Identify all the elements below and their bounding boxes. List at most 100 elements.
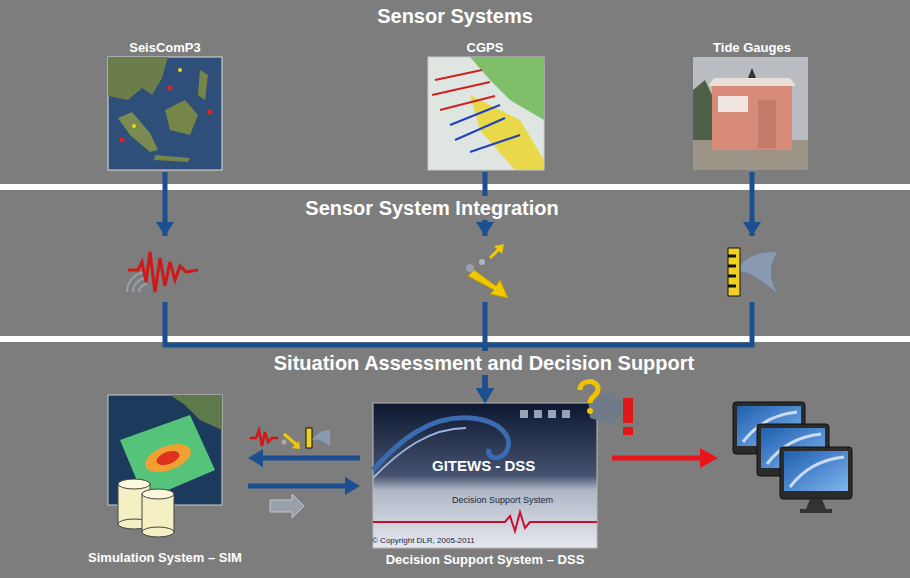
band-heading: Sensor Systems	[372, 4, 538, 28]
band-panel: Situation Assessment and Decision Suppor…	[0, 342, 910, 578]
flow-line	[261, 456, 360, 461]
ruler-tick	[728, 285, 736, 288]
trees	[693, 80, 712, 150]
motion-arrow	[494, 244, 504, 254]
ruler-tick	[728, 255, 736, 258]
arrow-head	[743, 222, 761, 236]
gps-vector	[450, 105, 500, 125]
station-dot	[178, 68, 182, 72]
tide-gauge-photo	[693, 57, 808, 170]
screen	[784, 451, 848, 491]
question-mark	[580, 382, 598, 403]
tide-integration-icon	[718, 222, 788, 302]
flow-arrow	[248, 449, 360, 467]
sign	[718, 96, 748, 112]
land	[154, 155, 190, 162]
alert-symbols	[580, 382, 633, 435]
gps-vector	[435, 70, 482, 80]
map-frame	[428, 57, 544, 170]
ruler-tick	[728, 275, 736, 278]
quake-dot	[120, 138, 125, 143]
panel-label: Simulation System – SIM	[88, 550, 242, 566]
toolbar-icon	[520, 410, 528, 418]
gps-vector	[440, 96, 495, 110]
gps-integration-icon	[450, 222, 520, 302]
copyright-note: © Copyright DLR, 2005-2011	[372, 536, 475, 546]
simulation-panel: Simulation System – SIM	[82, 392, 248, 572]
gps-vector	[470, 135, 520, 152]
gps-icon	[282, 440, 287, 445]
ruler-tick	[728, 265, 736, 268]
exclamation-mark	[623, 427, 633, 435]
band-separator	[0, 336, 910, 342]
icon-ground	[450, 236, 520, 302]
gps-map	[428, 57, 544, 170]
sensor-label: CGPS	[467, 40, 504, 56]
stand	[806, 499, 826, 509]
door	[758, 100, 776, 148]
gps-icon	[292, 441, 300, 449]
band-panel: Sensor SystemsSeisComP3 CGPS Tide Gauges	[0, 0, 910, 184]
arrow-head	[476, 388, 494, 403]
map-frame	[108, 57, 222, 170]
gps-vector	[432, 82, 490, 95]
arrow-head	[345, 477, 360, 495]
arrow-head	[476, 388, 494, 403]
database	[142, 489, 174, 499]
sky	[693, 57, 808, 170]
dss-splash	[373, 403, 597, 548]
sensor-panel: SeisComP3	[100, 40, 230, 172]
land	[198, 70, 208, 100]
band-heading: Sensor System Integration	[300, 196, 563, 220]
tide-icon	[312, 430, 330, 446]
question-mark	[587, 408, 593, 414]
dissemination-arrow	[612, 448, 718, 468]
map-frame	[108, 395, 222, 505]
simulation-picture	[108, 395, 222, 537]
toolbar-icon	[548, 410, 556, 418]
antenna	[748, 68, 756, 78]
toolbar-icon	[562, 410, 570, 418]
band-panel: Sensor System Integration	[0, 190, 910, 336]
quake-dot	[208, 110, 213, 115]
product-title: GITEWS - DSS	[432, 457, 535, 475]
arrow-head	[476, 388, 494, 403]
land	[118, 112, 158, 152]
seismic-map	[108, 57, 222, 170]
result-icon	[270, 494, 304, 518]
tide-icon	[306, 428, 312, 448]
water-wave	[736, 252, 778, 294]
icon-ground	[120, 236, 202, 302]
motion-arrow	[468, 270, 508, 298]
seismogram	[128, 252, 198, 292]
seismic-icon	[250, 430, 278, 446]
land	[470, 95, 544, 170]
flow-arrow	[248, 477, 360, 495]
monitor	[780, 447, 852, 499]
sensor-label: Tide Gauges	[713, 40, 791, 56]
data-exchange-icons	[250, 428, 330, 518]
hut	[712, 86, 792, 150]
screen-swoosh	[790, 457, 844, 487]
band-heading: Situation Assessment and Decision Suppor…	[269, 351, 699, 375]
flow-line	[248, 484, 347, 489]
wave-height	[141, 439, 194, 478]
seismic-trace	[373, 512, 597, 531]
red-arrow-shaft	[612, 456, 702, 461]
sensor-label: SeisComP3	[129, 40, 201, 56]
splash-frame	[373, 403, 597, 548]
station-dot	[132, 124, 136, 128]
sensor-panel: CGPS	[420, 40, 550, 172]
product-subtitle: Decision Support System	[452, 495, 553, 506]
exclamation-mark	[623, 398, 633, 423]
quake-dot	[168, 86, 173, 91]
land	[165, 100, 198, 135]
database	[142, 494, 174, 532]
arrow-head	[476, 222, 494, 236]
stand-base	[800, 509, 832, 513]
icon-ground	[718, 236, 788, 302]
sensor-panel: Tide Gauges	[687, 40, 817, 172]
